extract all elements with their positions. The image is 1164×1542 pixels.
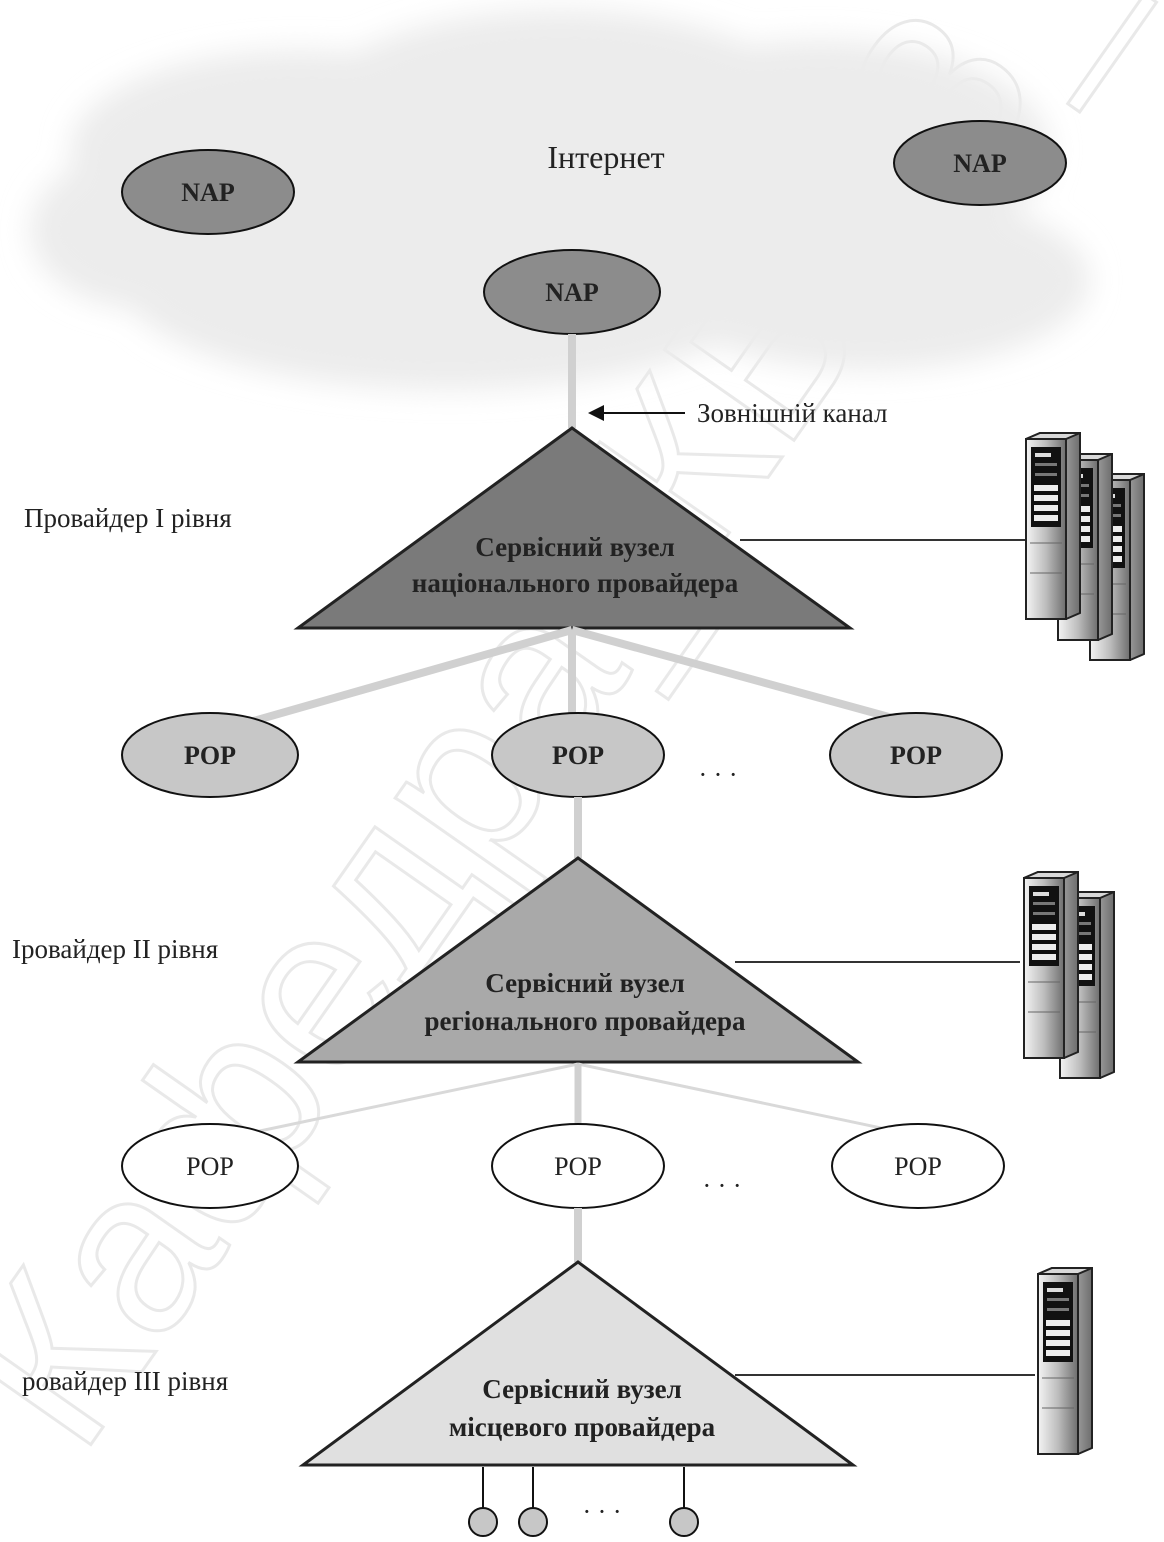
client-terminal-icon <box>468 1467 498 1537</box>
client-terminal-icon <box>518 1467 548 1537</box>
ellipsis: · · · <box>699 760 738 789</box>
local-provider-node: Сервісний вузел місцевого провайдера <box>298 1260 858 1467</box>
nap-node: NAP <box>483 249 661 335</box>
nap-label: NAP <box>545 278 599 307</box>
level1-label: Провайдер І рівня <box>24 503 232 533</box>
pop-label: POP <box>890 741 942 770</box>
external-channel-arrow <box>588 405 685 421</box>
pop-node: POP <box>491 712 665 798</box>
internet-label: Інтернет <box>547 139 664 175</box>
pop-label: POP <box>554 1152 602 1181</box>
server-rack-icon <box>1023 871 1115 1079</box>
nap-node: NAP <box>893 120 1067 206</box>
local-provider-line1: Сервісний вузел <box>482 1374 681 1404</box>
nap-label: NAP <box>181 178 235 207</box>
pop-links-row2 <box>254 1062 901 1134</box>
national-provider-line1: Сервісний вузел <box>475 532 674 562</box>
pop-node: POP <box>491 1123 665 1209</box>
ellipsis: · · · <box>583 1497 622 1526</box>
server-rack-icon <box>1025 432 1145 661</box>
regional-provider-line2: регіонального провайдера <box>424 1006 746 1036</box>
pop-node: POP <box>829 712 1003 798</box>
client-terminal-icon <box>669 1467 699 1537</box>
local-provider-line2: місцевого провайдера <box>449 1412 716 1442</box>
ellipsis: · · · <box>703 1171 742 1200</box>
pop-node: POP <box>831 1123 1005 1209</box>
pop-label: POP <box>184 741 236 770</box>
external-channel-label: Зовнішній канал <box>697 398 888 428</box>
nap-label: NAP <box>953 149 1007 178</box>
cloud-icon <box>30 10 1090 390</box>
pop-label: POP <box>186 1152 234 1181</box>
level3-label: ровайдер ІІІ рівня <box>22 1366 228 1396</box>
regional-provider-node: Сервісний вузел регіонального провайдера <box>293 856 863 1064</box>
pop-node: POP <box>121 712 299 798</box>
nap-node: NAP <box>121 149 295 235</box>
national-provider-line2: національного провайдера <box>412 568 739 598</box>
pop-label: POP <box>894 1152 942 1181</box>
pop-links-row1 <box>248 626 902 726</box>
pop-label: POP <box>552 741 604 770</box>
national-provider-node: Сервісний вузел національного провайдера <box>293 426 855 630</box>
level2-label: Іровайдер ІІ рівня <box>12 934 218 964</box>
pop-node: POP <box>121 1123 299 1209</box>
regional-provider-line1: Сервісний вузел <box>485 968 684 998</box>
server-rack-icon <box>1037 1267 1093 1455</box>
